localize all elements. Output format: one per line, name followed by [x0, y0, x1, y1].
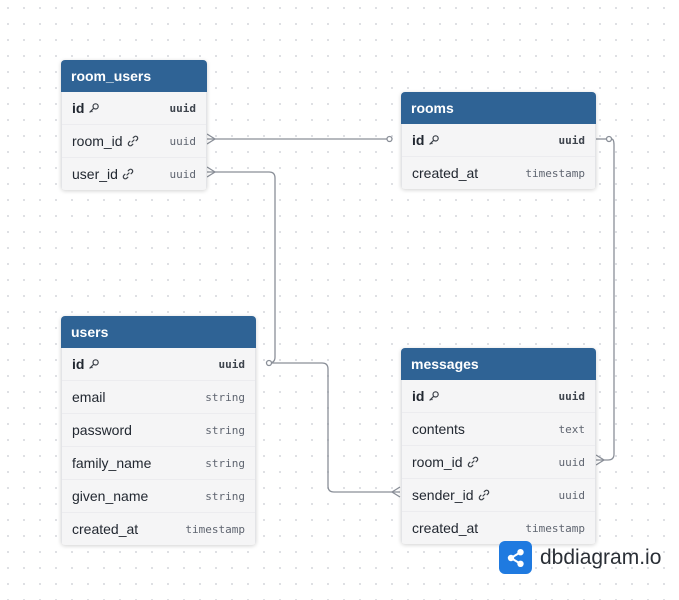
- field-name: user_id: [72, 166, 118, 182]
- key-icon: [88, 102, 100, 114]
- field-row[interactable]: password string: [62, 413, 255, 446]
- field-type: text: [558, 422, 586, 436]
- field-type: timestamp: [525, 521, 585, 535]
- brand-logo-link[interactable]: dbdiagram.io: [499, 541, 661, 574]
- link-icon: [467, 456, 479, 468]
- field-row[interactable]: email string: [62, 380, 255, 413]
- key-icon: [88, 358, 100, 370]
- field-name: given_name: [72, 488, 149, 504]
- field-type: uuid: [558, 488, 586, 502]
- field-name: created_at: [72, 521, 139, 537]
- field-row[interactable]: created_at timestamp: [402, 511, 595, 544]
- field-name: password: [72, 422, 132, 438]
- link-icon: [127, 135, 139, 147]
- field-type: uuid: [169, 101, 197, 115]
- field-row[interactable]: id uuid: [62, 92, 206, 124]
- field-type: uuid: [558, 455, 586, 469]
- link-icon: [122, 168, 134, 180]
- field-type: uuid: [169, 134, 197, 148]
- table-header[interactable]: users: [61, 316, 256, 348]
- field-name: id: [72, 356, 85, 372]
- key-icon: [428, 390, 440, 402]
- field-name: sender_id: [412, 487, 474, 503]
- field-type: uuid: [558, 389, 586, 403]
- one-end-rooms-id-right: [605, 135, 613, 143]
- one-end-users-id: [265, 359, 273, 367]
- field-row[interactable]: sender_id uuid: [402, 478, 595, 511]
- field-type: timestamp: [525, 166, 585, 180]
- field-name: contents: [412, 421, 465, 437]
- field-row[interactable]: given_name string: [62, 479, 255, 512]
- table-header[interactable]: rooms: [401, 92, 596, 124]
- field-type: uuid: [218, 357, 246, 371]
- field-name: family_name: [72, 455, 152, 471]
- field-row[interactable]: created_at timestamp: [402, 156, 595, 189]
- table-header[interactable]: messages: [401, 348, 596, 380]
- field-row[interactable]: user_id uuid: [62, 157, 206, 190]
- field-type: string: [205, 489, 245, 503]
- field-name: id: [412, 388, 425, 404]
- field-row[interactable]: contents text: [402, 412, 595, 445]
- table-users[interactable]: users id uuid email string password stri…: [61, 316, 256, 545]
- table-rooms[interactable]: rooms id uuid created_at timestamp: [401, 92, 596, 189]
- link-icon: [478, 489, 490, 501]
- field-name: email: [72, 389, 106, 405]
- crowfoot-room-users-room-id: [206, 133, 217, 145]
- table-room-users[interactable]: room_users id uuid room_id uuid user_id …: [61, 60, 207, 190]
- field-row[interactable]: id uuid: [402, 380, 595, 412]
- field-row[interactable]: room_id uuid: [62, 124, 206, 157]
- share-nodes-icon: [499, 541, 532, 574]
- brand-name: dbdiagram.io: [540, 545, 662, 569]
- key-icon: [428, 134, 440, 146]
- crowfoot-room-users-user-id: [206, 166, 217, 178]
- field-row[interactable]: family_name string: [62, 446, 255, 479]
- table-header[interactable]: room_users: [61, 60, 207, 92]
- field-row[interactable]: id uuid: [402, 124, 595, 156]
- field-name: id: [412, 132, 425, 148]
- field-row[interactable]: id uuid: [62, 348, 255, 380]
- one-end-rooms-id: [386, 135, 393, 143]
- crowfoot-messages-room-id: [595, 454, 606, 466]
- field-type: string: [205, 456, 245, 470]
- crowfoot-messages-sender-id: [390, 486, 401, 498]
- field-type: timestamp: [185, 522, 245, 536]
- field-name: id: [72, 100, 85, 116]
- field-name: room_id: [412, 454, 463, 470]
- field-type: string: [205, 390, 245, 404]
- field-row[interactable]: room_id uuid: [402, 445, 595, 478]
- field-type: uuid: [558, 133, 586, 147]
- field-type: string: [205, 423, 245, 437]
- connector-messages-sender-id-to-users-id: [271, 362, 400, 493]
- field-name: created_at: [412, 165, 479, 181]
- field-name: room_id: [72, 133, 123, 149]
- table-messages[interactable]: messages id uuid contents text room_id u…: [401, 348, 596, 544]
- field-row[interactable]: created_at timestamp: [62, 512, 255, 545]
- field-name: created_at: [412, 520, 479, 536]
- field-type: uuid: [169, 167, 197, 181]
- connector-messages-room-id-vertical: [596, 138, 615, 461]
